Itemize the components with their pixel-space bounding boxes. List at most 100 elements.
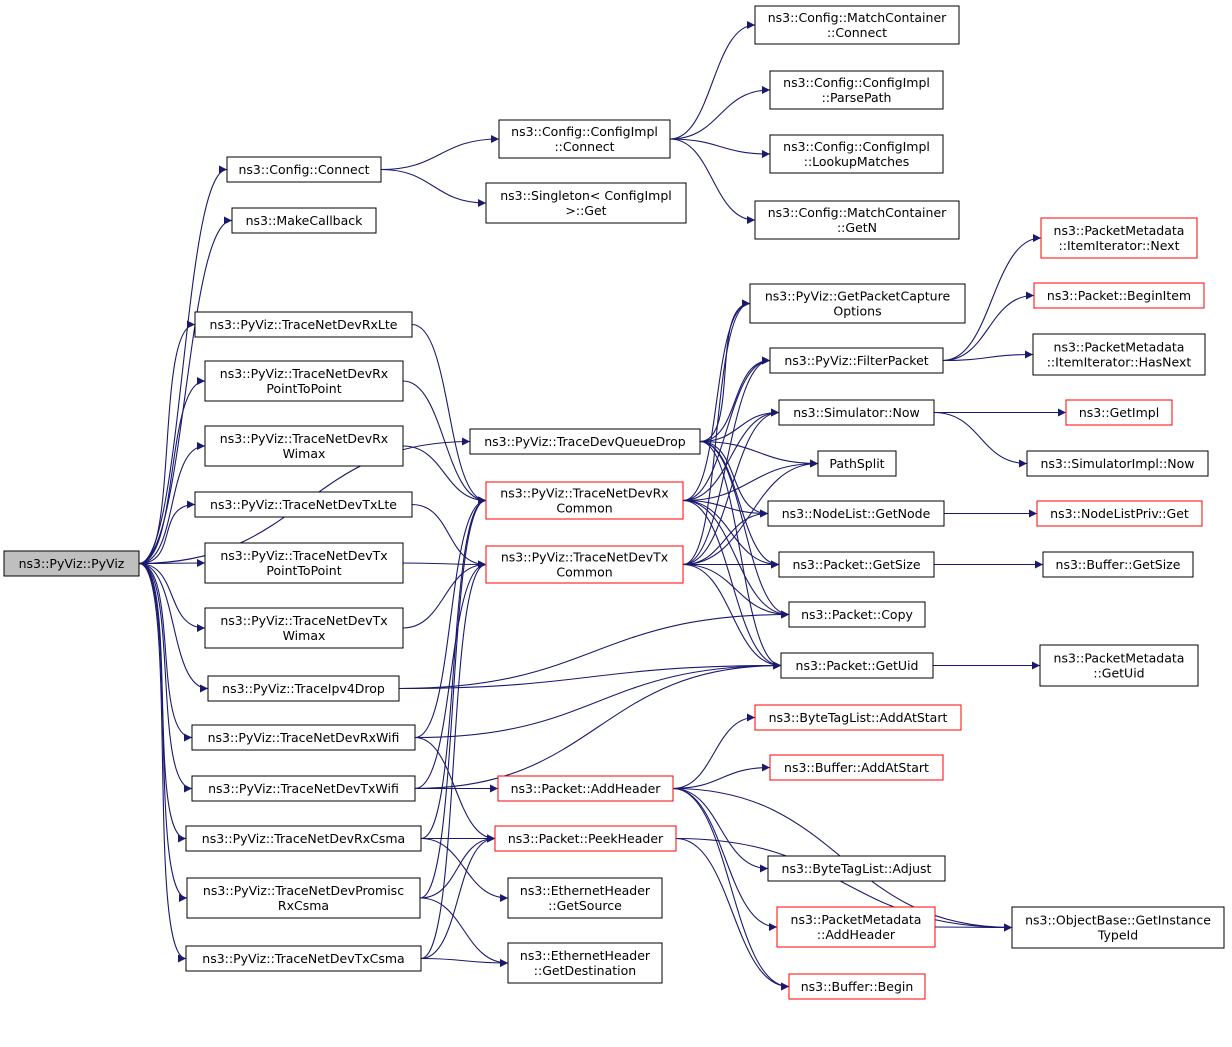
node-ns3-ethernetheader-getdestination[interactable]: ns3::EthernetHeader::GetDestination	[507, 942, 663, 984]
node-ns3-packet-addheader[interactable]: ns3::Packet::AddHeader	[497, 775, 674, 802]
node-ns3-pyviz-tracenetdevtxwifi[interactable]: ns3::PyViz::TraceNetDevTxWifi	[191, 775, 416, 802]
node-box[interactable]	[3, 550, 140, 577]
node-box[interactable]	[1032, 333, 1206, 376]
node-box[interactable]	[469, 428, 701, 455]
node-box[interactable]	[485, 182, 687, 224]
node-ns3-pyviz-pyviz[interactable]: ns3::PyViz::PyViz	[3, 550, 140, 577]
node-ns3-packetmetadata-itemiterator-next[interactable]: ns3::PacketMetadata::ItemIterator::Next	[1040, 217, 1198, 259]
node-box[interactable]	[769, 347, 944, 374]
node-box[interactable]	[204, 360, 404, 402]
node-ns3-bytetaglist-adjust[interactable]: ns3::ByteTagList::Adjust	[767, 855, 946, 882]
node-box[interactable]	[507, 942, 663, 984]
node-ns3-packet-getsize[interactable]: ns3::Packet::GetSize	[778, 551, 935, 578]
node-box[interactable]	[1039, 644, 1199, 687]
node-box[interactable]	[204, 542, 404, 584]
node-ns3-pyviz-tracenetdevtxlte[interactable]: ns3::PyViz::TraceNetDevTxLte	[194, 491, 413, 518]
node-ns3-simulatorimpl-now[interactable]: ns3::SimulatorImpl::Now	[1026, 450, 1209, 477]
node-ns3-makecallback[interactable]: ns3::MakeCallback	[231, 207, 377, 234]
node-box[interactable]	[776, 906, 936, 948]
node-ns3-singleton-configimpl-get[interactable]: ns3::Singleton< ConfigImpl>::Get	[485, 182, 687, 224]
node-box[interactable]	[767, 855, 946, 882]
node-box[interactable]	[788, 973, 926, 1000]
node-box[interactable]	[207, 675, 400, 702]
node-box[interactable]	[754, 704, 962, 731]
node-ns3-config-matchcontainer-getn[interactable]: ns3::Config::MatchContainer::GetN	[754, 200, 960, 240]
node-box[interactable]	[204, 425, 404, 467]
node-ns3-nodelist-getnode[interactable]: ns3::NodeList::GetNode	[767, 500, 945, 527]
node-box[interactable]	[788, 601, 926, 628]
node-box[interactable]	[754, 5, 960, 45]
node-box[interactable]	[1040, 217, 1198, 259]
node-box[interactable]	[754, 200, 960, 240]
node-box[interactable]	[498, 119, 671, 159]
node-ns3-pyviz-tracenetdevrxwifi[interactable]: ns3::PyViz::TraceNetDevRxWifi	[191, 724, 416, 751]
node-box[interactable]	[507, 877, 663, 919]
node-ns3-packetmetadata-itemiterator-hasnext[interactable]: ns3::PacketMetadata::ItemIterator::HasNe…	[1032, 333, 1206, 376]
node-box[interactable]	[1026, 450, 1209, 477]
node-ns3-packet-beginitem[interactable]: ns3::Packet::BeginItem	[1033, 282, 1205, 309]
node-box[interactable]	[1036, 500, 1203, 527]
node-box[interactable]	[497, 775, 674, 802]
node-box[interactable]	[778, 399, 935, 426]
node-ns3-packetmetadata-addheader[interactable]: ns3::PacketMetadata::AddHeader	[776, 906, 936, 948]
node-box[interactable]	[778, 551, 935, 578]
node-ns3-getimpl[interactable]: ns3::GetImpl	[1065, 399, 1173, 426]
node-box[interactable]	[494, 825, 677, 852]
node-ns3-pyviz-tracedevqueuedrop[interactable]: ns3::PyViz::TraceDevQueueDrop	[469, 428, 701, 455]
node-box[interactable]	[226, 156, 382, 183]
node-box[interactable]	[485, 481, 684, 520]
node-ns3-buffer-begin[interactable]: ns3::Buffer::Begin	[788, 973, 926, 1000]
node-pathsplit[interactable]: PathSplit	[817, 450, 897, 477]
node-ns3-packet-peekheader[interactable]: ns3::Packet::PeekHeader	[494, 825, 677, 852]
node-box[interactable]	[191, 775, 416, 802]
node-box[interactable]	[185, 945, 422, 972]
node-box[interactable]	[194, 491, 413, 518]
node-box[interactable]	[1033, 282, 1205, 309]
node-ns3-packet-getuid[interactable]: ns3::Packet::GetUid	[780, 652, 934, 679]
node-box[interactable]	[1011, 906, 1225, 949]
node-box[interactable]	[767, 500, 945, 527]
node-box[interactable]	[1065, 399, 1173, 426]
node-box[interactable]	[769, 70, 944, 110]
node-ns3-config-matchcontainer-connect[interactable]: ns3::Config::MatchContainer::Connect	[754, 5, 960, 45]
node-box[interactable]	[769, 754, 944, 781]
node-ns3-pyviz-tracenetdevrxcsma[interactable]: ns3::PyViz::TraceNetDevRxCsma	[185, 825, 422, 852]
node-ns3-bytetaglist-addatstart[interactable]: ns3::ByteTagList::AddAtStart	[754, 704, 962, 731]
node-ns3-packetmetadata-getuid[interactable]: ns3::PacketMetadata::GetUid	[1039, 644, 1199, 687]
node-ns3-config-connect[interactable]: ns3::Config::Connect	[226, 156, 382, 183]
node-ns3-pyviz-traceipv4drop[interactable]: ns3::PyViz::TraceIpv4Drop	[207, 675, 400, 702]
node-box[interactable]	[191, 724, 416, 751]
node-ns3-pyviz-filterpacket[interactable]: ns3::PyViz::FilterPacket	[769, 347, 944, 374]
node-ns3-buffer-getsize[interactable]: ns3::Buffer::GetSize	[1042, 551, 1194, 578]
node-box[interactable]	[231, 207, 377, 234]
node-box[interactable]	[186, 877, 421, 919]
node-box[interactable]	[780, 652, 934, 679]
node-box[interactable]	[749, 283, 966, 324]
node-ns3-buffer-addatstart[interactable]: ns3::Buffer::AddAtStart	[769, 754, 944, 781]
node-box[interactable]	[194, 311, 413, 338]
node-box[interactable]	[485, 545, 684, 584]
node-box[interactable]	[817, 450, 897, 477]
node-box[interactable]	[204, 607, 404, 649]
node-ns3-pyviz-tracenetdevrxlte[interactable]: ns3::PyViz::TraceNetDevRxLte	[194, 311, 413, 338]
node-box[interactable]	[1042, 551, 1194, 578]
node-box[interactable]	[769, 134, 944, 174]
node-ns3-pyviz-tracenetdevtxcsma[interactable]: ns3::PyViz::TraceNetDevTxCsma	[185, 945, 422, 972]
node-ns3-packet-copy[interactable]: ns3::Packet::Copy	[788, 601, 926, 628]
node-ns3-ethernetheader-getsource[interactable]: ns3::EthernetHeader::GetSource	[507, 877, 663, 919]
node-ns3-config-configimpl-lookupmatches[interactable]: ns3::Config::ConfigImpl::LookupMatches	[769, 134, 944, 174]
node-ns3-config-configimpl-connect[interactable]: ns3::Config::ConfigImpl::Connect	[498, 119, 671, 159]
node-ns3-nodelistpriv-get[interactable]: ns3::NodeListPriv::Get	[1036, 500, 1203, 527]
node-ns3-config-configimpl-parsepath[interactable]: ns3::Config::ConfigImpl::ParsePath	[769, 70, 944, 110]
node-ns3-simulator-now[interactable]: ns3::Simulator::Now	[778, 399, 935, 426]
node-box[interactable]	[185, 825, 422, 852]
